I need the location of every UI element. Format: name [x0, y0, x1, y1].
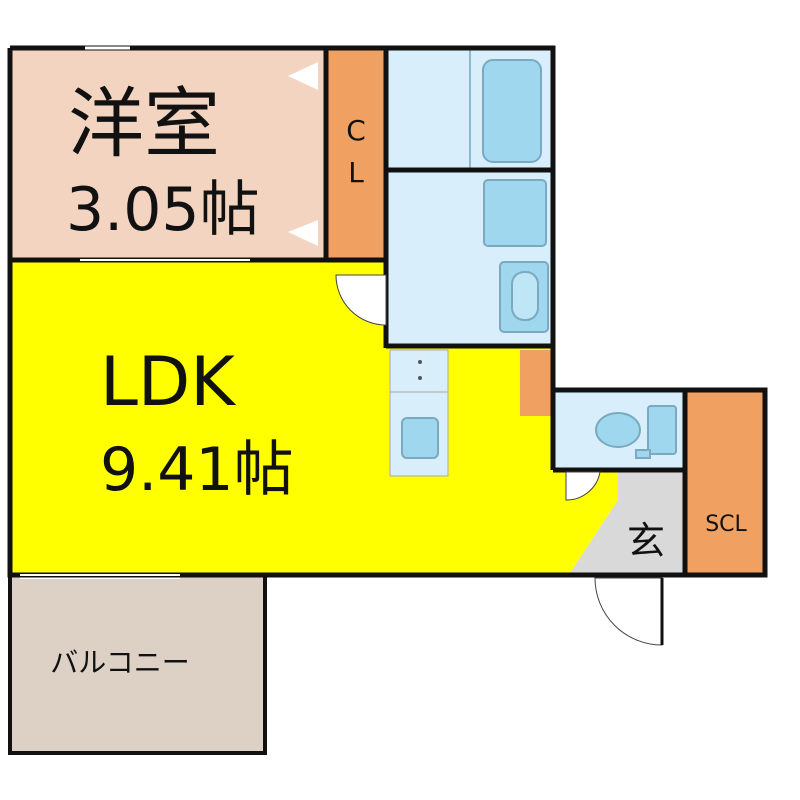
balcony-area — [8, 573, 267, 755]
washing-machine-icon — [483, 179, 547, 247]
western-room-name: 洋室 — [68, 79, 220, 168]
toilet-bowl-icon — [595, 412, 641, 448]
ldk-door-swing — [335, 274, 387, 326]
walls — [7, 45, 768, 578]
entrance-label: 玄 — [627, 519, 665, 563]
toilet-tank-icon — [647, 405, 677, 455]
toilet-door-swing — [565, 471, 601, 501]
kitchen-sink-icon — [401, 417, 439, 459]
bathtub-icon — [482, 59, 542, 163]
front-door-swing — [594, 577, 663, 646]
shoe-closet-label: SCL — [705, 512, 747, 537]
closet-cl-area — [328, 48, 386, 260]
ldk-area — [10, 262, 618, 573]
fridge-space — [520, 350, 552, 416]
ldk-name: LDK — [100, 343, 237, 422]
closet-cl-label-l: L — [348, 156, 364, 189]
ldk-size: 9.41帖 — [100, 435, 294, 505]
shoe-closet-area — [687, 392, 765, 573]
stove-burner-icon — [418, 360, 422, 364]
balcony-label: バルコニー — [50, 646, 189, 679]
closet-cl-label-c: C — [346, 114, 366, 147]
entrance-area — [570, 470, 685, 573]
closet-door-marker — [288, 62, 318, 90]
western-room-size: 3.05帖 — [66, 175, 260, 245]
western-room-area — [10, 48, 328, 260]
